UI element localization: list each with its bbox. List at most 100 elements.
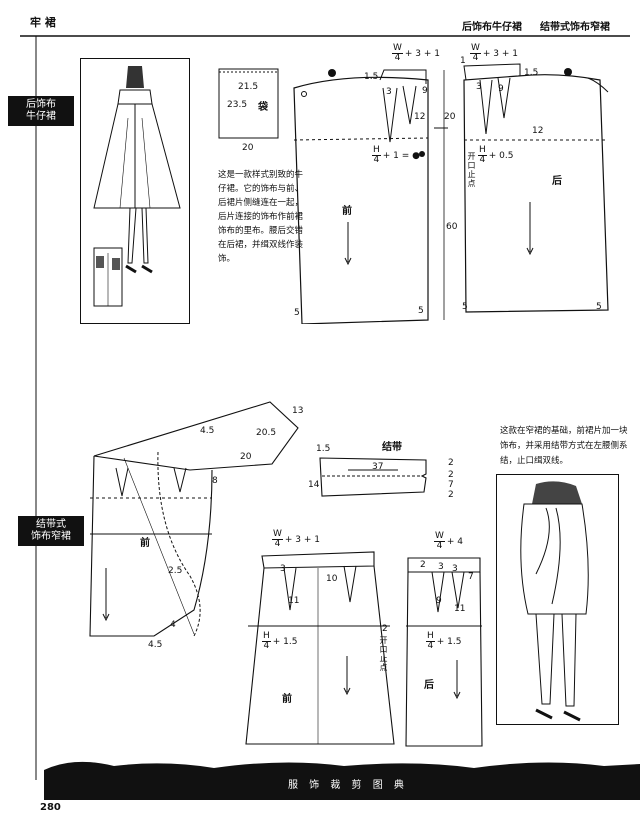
- front1-w-den: 4: [394, 53, 401, 63]
- back1-n5a: 5: [462, 302, 468, 312]
- drape-n8: 8: [212, 476, 218, 486]
- skirt-illustration-1: [80, 58, 190, 324]
- tie-n7: 7: [448, 480, 454, 490]
- front1-n3: 3: [386, 87, 392, 97]
- back2-n3a: 3: [438, 562, 444, 572]
- section1-tag: 后饰布 牛仔裙: [8, 96, 74, 126]
- drape-n4_5a: 4.5: [200, 426, 215, 436]
- section2-description: 这款在窄裙的基础，前裙片加一块饰布，并采用结带方式在左腰侧系结，止口缉双线。: [500, 426, 628, 466]
- back1-w: W: [470, 43, 481, 54]
- back2-h-tail: + 1.5: [436, 636, 462, 647]
- back2-h: H: [426, 631, 435, 642]
- front-pattern-2: [245, 551, 395, 745]
- front1-label: 前: [342, 206, 352, 217]
- back1-opening: 开口止点: [467, 152, 476, 188]
- drape-n4: 4: [170, 620, 176, 630]
- back1-h: H: [478, 145, 487, 156]
- back1-n12: 12: [532, 126, 544, 136]
- front2-h-den: 4: [263, 641, 270, 651]
- front1-h-den: 4: [373, 155, 380, 165]
- front2-label: 前: [282, 694, 292, 705]
- front1-n60: 60: [446, 222, 458, 232]
- tie-pattern: [319, 457, 427, 497]
- back1-n3: 3: [476, 82, 482, 92]
- back-pattern-1: [463, 63, 609, 313]
- front2-w-tail: + 3 + 1: [284, 534, 321, 545]
- tie-n14: 14: [308, 480, 320, 490]
- back2-w: W: [434, 531, 445, 542]
- tie-n2b: 2: [448, 470, 454, 480]
- front1-n5b: 5: [418, 306, 424, 316]
- header-right-2: 结带式饰布窄裙: [540, 22, 610, 33]
- back2-n7: 7: [468, 572, 474, 582]
- front-pattern-1: [293, 69, 448, 324]
- front1-n5a: 5: [294, 308, 300, 318]
- back2-n3b: 3: [452, 564, 458, 574]
- back2-n9: 9: [436, 596, 442, 606]
- back2-label: 后: [424, 680, 434, 691]
- tie-n1_5: 1.5: [316, 444, 331, 454]
- pocket-w1: 21.5: [238, 82, 259, 92]
- back-pattern-2: [405, 557, 483, 747]
- section2-tag: 结带式 饰布窄裙: [18, 516, 84, 546]
- back1-label: 后: [552, 176, 562, 187]
- back1-h-tail: + 0.5: [488, 150, 514, 161]
- front1-h-tail: + 1 = ●: [382, 150, 421, 161]
- drape-n20: 20: [240, 452, 252, 462]
- back1-w-den: 4: [472, 53, 479, 63]
- back2-n11: 11: [454, 604, 466, 614]
- tie-label: 结带: [382, 442, 402, 453]
- back1-n9: 9: [498, 84, 504, 94]
- mid-opening: 开口止点: [379, 636, 388, 672]
- back2-h-den: 4: [427, 641, 434, 651]
- section1-description: 这是一款样式别致的牛仔裙。它的饰布与前、后裙片侧缝连在一起，后片连接的饰布作前裙…: [218, 170, 304, 264]
- front1-w-tail: + 3 + 1: [404, 48, 441, 59]
- drape-n20_5: 20.5: [256, 428, 277, 438]
- front2-w: W: [272, 529, 283, 540]
- front1-n12: 12: [414, 112, 426, 122]
- drape-label: 前: [140, 538, 150, 549]
- pocket-label: 袋: [258, 102, 268, 113]
- footer-title: 服 饰 裁 剪 图 典: [288, 780, 408, 791]
- header-right-1: 后饰布牛仔裙: [462, 22, 522, 33]
- front1-w: W: [392, 43, 403, 54]
- front2-grain-arrow: [343, 656, 351, 696]
- back2-w-tail: + 4: [446, 536, 464, 547]
- page-number: 280: [40, 802, 61, 813]
- back1-n1: 1: [460, 56, 466, 66]
- front2-n11: 11: [288, 596, 300, 606]
- pocket-pattern: [218, 68, 279, 139]
- tie-len: 37: [372, 462, 384, 472]
- front2-n10: 10: [326, 574, 338, 584]
- pocket-w2: 23.5: [227, 100, 248, 110]
- drape-n13: 13: [292, 406, 304, 416]
- front1-h: H: [372, 145, 381, 156]
- front2-w-den: 4: [274, 539, 281, 549]
- drape-n2_5: 2.5: [168, 566, 183, 576]
- front1-n9: 9: [422, 86, 428, 96]
- woman-illustration: [496, 474, 619, 725]
- front1-n20: 20: [444, 112, 456, 122]
- back1-w-tail: + 3 + 1: [482, 48, 519, 59]
- pocket-bottom: 20: [242, 143, 254, 153]
- back1-n1_5: 1.5: [524, 68, 539, 78]
- drape-n4_5b: 4.5: [148, 640, 163, 650]
- front2-h: H: [262, 631, 271, 642]
- footer-band: [44, 761, 640, 800]
- tie-n2c: 2: [448, 490, 454, 500]
- front2-n3: 3: [280, 564, 286, 574]
- back1-h-den: 4: [479, 155, 486, 165]
- tie-n2a: 2: [448, 458, 454, 468]
- front1-n1_5: 1.5: [364, 72, 379, 82]
- back2-n2: 2: [420, 560, 426, 570]
- header-left: 牢 裙: [30, 16, 56, 29]
